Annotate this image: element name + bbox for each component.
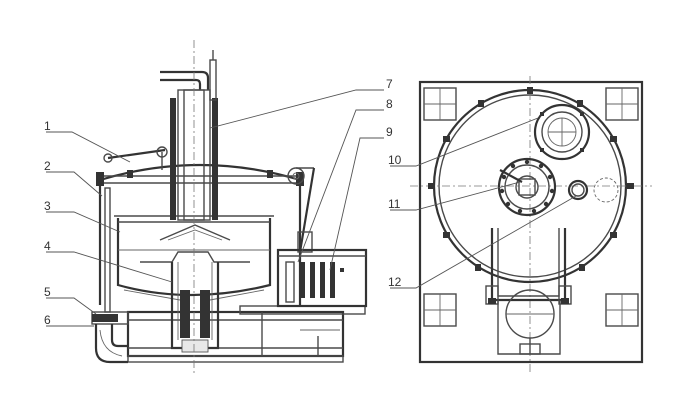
feed-hub [497, 157, 557, 217]
motor [276, 248, 368, 308]
outer-casing [96, 163, 304, 305]
callout-labels: 1 2 3 4 5 6 7 8 9 10 11 12 [44, 77, 402, 327]
anchor-pad-top-right [605, 87, 639, 121]
anchor-pad-top-left [423, 87, 457, 121]
belt-guard [287, 167, 316, 253]
support-leg [104, 187, 111, 313]
side-port [567, 177, 619, 203]
callout-5: 5 [44, 285, 51, 299]
callout-3: 3 [44, 199, 51, 213]
hub-cone [140, 224, 250, 353]
callout-7: 7 [386, 77, 393, 91]
plan-view [410, 76, 652, 372]
inspection-port [533, 103, 591, 161]
callout-6: 6 [44, 313, 51, 327]
callout-4: 4 [44, 239, 51, 253]
callout-12: 12 [388, 275, 402, 289]
callout-8: 8 [386, 97, 393, 111]
callout-10: 10 [388, 153, 402, 167]
callout-1: 1 [44, 119, 51, 133]
base-plate [418, 80, 644, 364]
rim-bolts [428, 87, 634, 271]
discharge-outlet [91, 311, 129, 364]
feed-pipe [160, 50, 218, 221]
lid-handle [103, 146, 168, 170]
anchor-pad-bottom-right [605, 293, 639, 327]
base-frame [126, 305, 366, 363]
callout-11: 11 [388, 197, 401, 211]
drive-bracket [485, 228, 572, 355]
side-elevation-view [91, 40, 368, 375]
leader-lines [46, 89, 577, 327]
anchor-pad-bottom-left [423, 293, 457, 327]
callout-2: 2 [44, 159, 51, 173]
callout-9: 9 [386, 125, 393, 139]
